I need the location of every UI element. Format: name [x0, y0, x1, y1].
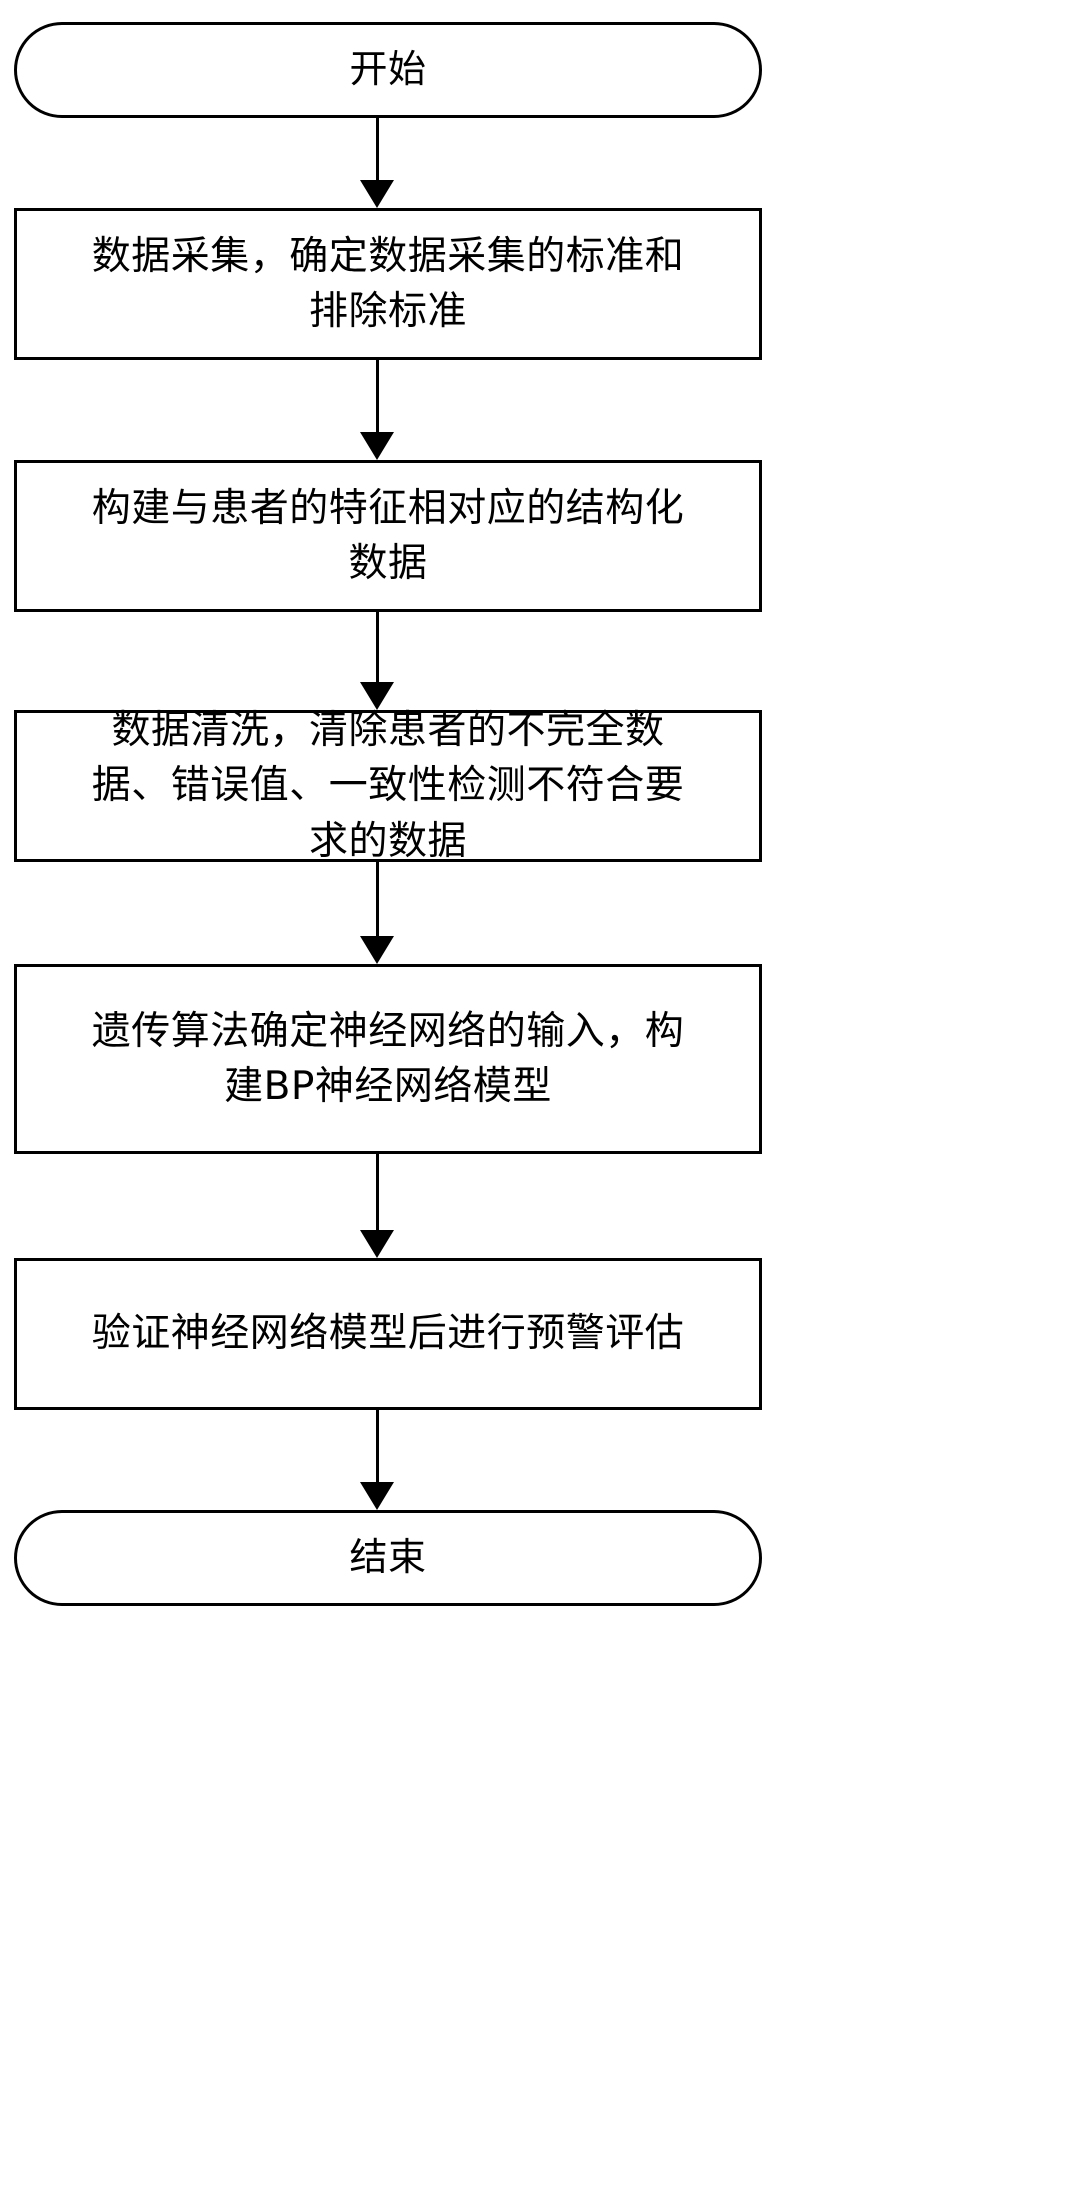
- node-step2: 构建与患者的特征相对应的结构化 数据: [14, 460, 762, 612]
- node-step5: 验证神经网络模型后进行预警评估: [14, 1258, 762, 1410]
- edge-line: [376, 1410, 379, 1484]
- down-arrow-icon: [360, 180, 394, 208]
- node-end: 结束: [14, 1510, 762, 1606]
- node-step3-label: 数据清洗，清除患者的不完全数 据、错误值、一致性检测不符合要 求的数据: [91, 707, 685, 864]
- node-start: 开始: [14, 22, 762, 118]
- edge-line: [376, 118, 379, 182]
- node-step4: 遗传算法确定神经网络的输入，构 建BP神经网络模型: [14, 964, 762, 1154]
- edge-start-to-step1: [0, 118, 1069, 210]
- node-step2-label: 构建与患者的特征相对应的结构化 数据: [91, 485, 685, 586]
- node-step1-label: 数据采集，确定数据采集的标准和 排除标准: [91, 233, 685, 334]
- node-start-label: 开始: [349, 47, 427, 92]
- node-step3: 数据清洗，清除患者的不完全数 据、错误值、一致性检测不符合要 求的数据: [14, 708, 762, 864]
- edge-step2-to-step3: [0, 612, 1069, 712]
- down-arrow-icon: [360, 682, 394, 710]
- edge-line: [376, 612, 379, 684]
- node-end-label: 结束: [349, 1535, 427, 1580]
- down-arrow-icon: [360, 432, 394, 460]
- node-step4-label: 遗传算法确定神经网络的输入，构 建BP神经网络模型: [91, 1008, 685, 1109]
- edge-line: [376, 862, 379, 938]
- down-arrow-icon: [360, 1230, 394, 1258]
- node-step5-label: 验证神经网络模型后进行预警评估: [91, 1311, 685, 1357]
- edge-line: [376, 1154, 379, 1232]
- edge-step3-to-step4: [0, 862, 1069, 966]
- down-arrow-icon: [360, 936, 394, 964]
- node-step1: 数据采集，确定数据采集的标准和 排除标准: [14, 208, 762, 360]
- edge-line: [376, 360, 379, 434]
- edge-step1-to-step2: [0, 360, 1069, 462]
- edge-step4-to-step5: [0, 1154, 1069, 1260]
- down-arrow-icon: [360, 1482, 394, 1510]
- edge-step5-to-end: [0, 1410, 1069, 1512]
